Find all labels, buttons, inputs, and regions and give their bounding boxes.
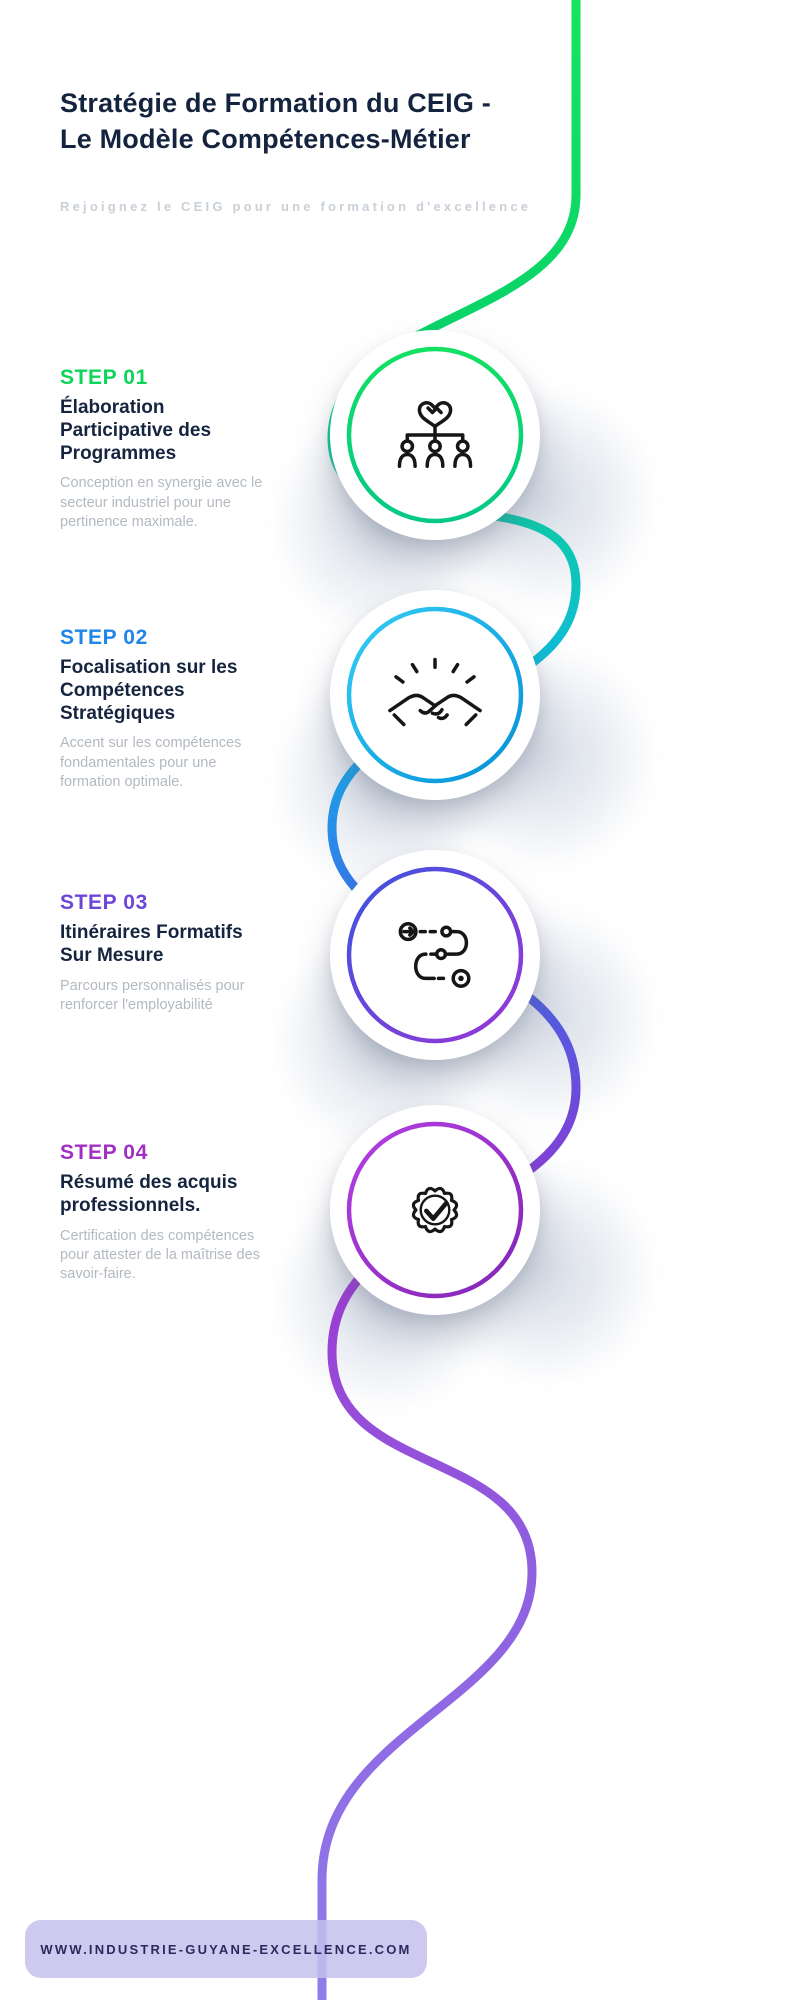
step-1-ring	[346, 346, 524, 524]
handshake-icon	[383, 643, 487, 747]
step-2-badge	[330, 590, 540, 800]
footer-website-pill: WWW.INDUSTRIE-GUYANE-EXCELLENCE.COM	[25, 1920, 427, 1978]
step-description: Certification des compétences pour attes…	[60, 1227, 260, 1282]
step-title: Itinéraires Formatifs Sur Mesure	[60, 922, 243, 966]
step-1-circle	[330, 330, 540, 540]
step-description: Accent sur les compétences fondamentales…	[60, 735, 242, 790]
certified-badge-icon	[383, 1158, 487, 1262]
page-title-line-1: Stratégie de Formation du CEIG -	[60, 88, 491, 118]
footer-website-url: WWW.INDUSTRIE-GUYANE-EXCELLENCE.COM	[40, 1941, 412, 1957]
step-title: Élaboration Participative des Programmes	[60, 397, 212, 464]
step-number-label: STEP 04	[60, 1141, 148, 1164]
step-description: Parcours personnalisés pour renforcer l'…	[60, 977, 245, 1013]
step-4-badge	[330, 1105, 540, 1315]
step-section-3: STEP 03 Itinéraires Formatifs Sur Mesure…	[60, 891, 278, 1015]
step-3-circle	[330, 850, 540, 1060]
step-3-ring	[346, 866, 524, 1044]
step-1-badge	[330, 330, 540, 540]
step-number-label: STEP 02	[60, 626, 148, 649]
step-section-1: STEP 01 Élaboration Participative des Pr…	[60, 366, 278, 532]
step-number-label: STEP 03	[60, 891, 148, 914]
step-title: Résumé des acquis professionnels.	[60, 1172, 238, 1216]
step-4-circle	[330, 1105, 540, 1315]
step-description: Conception en synergie avec le secteur i…	[60, 475, 263, 530]
step-4-ring	[346, 1121, 524, 1299]
step-3-badge	[330, 850, 540, 1060]
header: Stratégie de Formation du CEIG - Le Modèl…	[60, 86, 600, 157]
page-title: Stratégie de Formation du CEIG - Le Modèl…	[60, 86, 600, 157]
partnership-orgchart-icon	[383, 383, 487, 487]
step-title: Focalisation sur les Compétences Stratég…	[60, 657, 238, 724]
step-section-4: STEP 04 Résumé des acquis professionnels…	[60, 1141, 278, 1284]
step-number-label: STEP 01	[60, 366, 148, 389]
page-title-line-2: Le Modèle Compétences-Métier	[60, 123, 471, 154]
step-2-ring	[346, 606, 524, 784]
page-subtitle: Rejoignez le CEIG pour une formation d'e…	[60, 199, 532, 214]
step-section-2: STEP 02 Focalisation sur les Compétences…	[60, 626, 278, 792]
step-2-circle	[330, 590, 540, 800]
route-milestones-icon	[383, 903, 487, 1007]
